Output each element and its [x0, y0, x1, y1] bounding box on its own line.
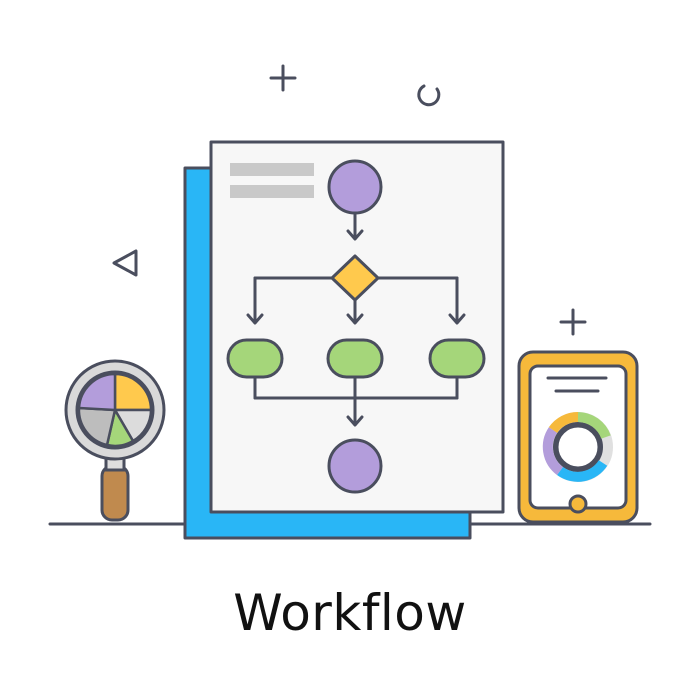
circle-sparkle-icon: [417, 84, 441, 107]
flowchart-process-node: [428, 338, 486, 379]
phone-donut-chart-icon: [517, 350, 639, 524]
plus-sparkle-icon: [559, 308, 587, 336]
flowchart-start-node: [327, 159, 383, 215]
caption-title: Workflow: [233, 584, 467, 642]
document-text-line: [230, 185, 314, 198]
flowchart-end-node: [327, 438, 383, 494]
document-text-line: [230, 163, 314, 176]
flowchart-process-node: [326, 338, 384, 379]
flowchart-document-icon: [183, 140, 505, 540]
flowchart-process-node: [226, 338, 284, 379]
phone-home-button: [568, 494, 588, 514]
flowchart-decision-node: [330, 254, 380, 302]
plus-sparkle-icon: [269, 64, 297, 92]
magnifier-pie-chart-icon: [64, 359, 166, 522]
triangle-sparkle-icon: [112, 249, 138, 277]
